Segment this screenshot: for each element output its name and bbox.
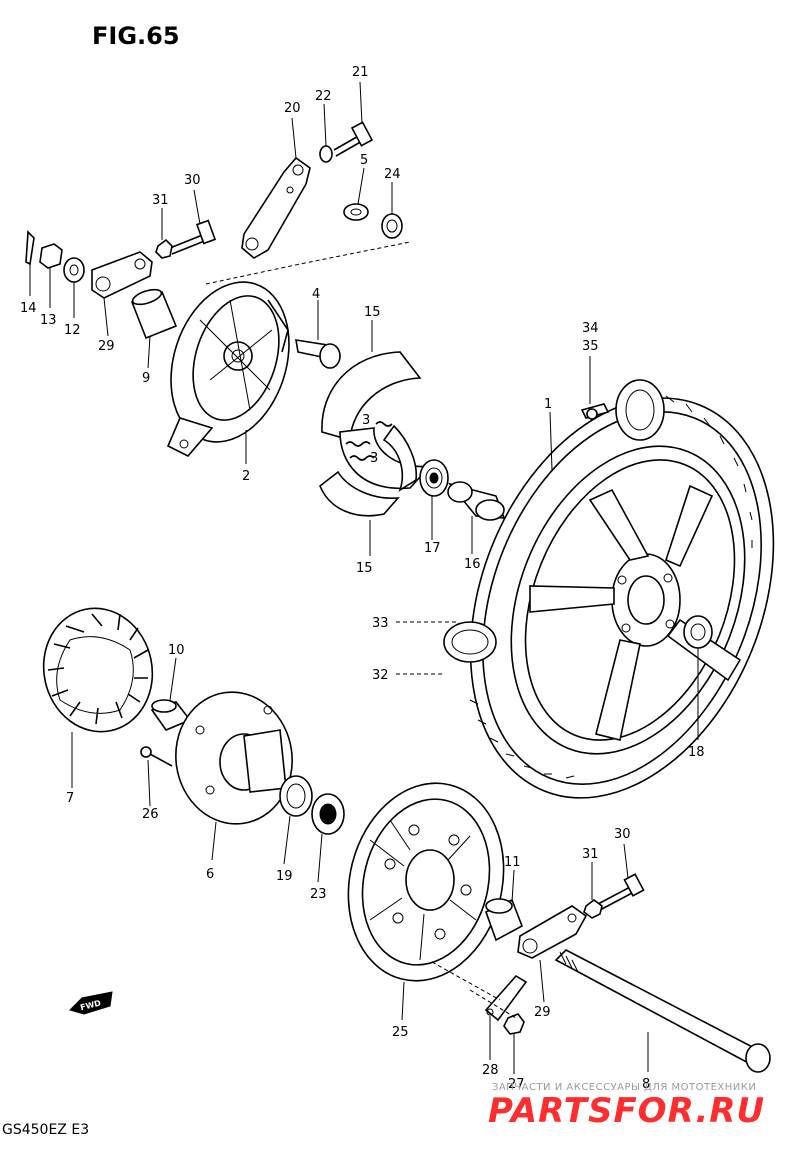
axle-spacer <box>447 481 506 521</box>
adjuster-bolt <box>583 873 645 919</box>
lock-washer <box>319 145 333 163</box>
callout-19: 19 <box>276 869 293 884</box>
callout-16: 16 <box>464 557 481 572</box>
callout-2: 2 <box>242 469 250 484</box>
callout-33: 33 <box>372 616 389 631</box>
o-ring <box>381 213 403 239</box>
brake-cam-lever <box>241 156 311 259</box>
callout-30-top: 30 <box>184 173 201 188</box>
chain-adjuster <box>517 905 588 959</box>
brake-shoes <box>319 351 433 517</box>
axle-spacer <box>485 898 523 942</box>
forward-direction-arrow: FWD <box>69 991 113 1015</box>
nut <box>39 243 63 269</box>
tire-valve <box>580 403 610 420</box>
callout-13: 13 <box>40 313 57 328</box>
callout-7: 7 <box>66 791 74 806</box>
callout-31-top: 31 <box>152 193 169 208</box>
callout-17: 17 <box>424 541 441 556</box>
callout-25: 25 <box>392 1025 409 1040</box>
callout-20: 20 <box>284 101 301 116</box>
torque-bracket <box>91 251 153 299</box>
callout-10: 10 <box>168 643 185 658</box>
damper-bushing <box>150 699 192 731</box>
callout-21: 21 <box>352 65 369 80</box>
callout-26: 26 <box>142 807 159 822</box>
watermark: ЗАПЧАСТИ И АКСЕССУАРЫ ДЛЯ МОТОТЕХНИКИ PA… <box>488 1082 765 1131</box>
callout-23: 23 <box>310 887 327 902</box>
cotter-pin <box>25 230 35 266</box>
rear-sprocket <box>347 782 505 982</box>
axle-nut <box>503 1013 525 1035</box>
watermark-tagline: ЗАПЧАСТИ И АКСЕССУАРЫ ДЛЯ МОТОТЕХНИКИ <box>492 1082 756 1093</box>
nut <box>155 238 173 259</box>
callout-27: 27 <box>508 1077 525 1092</box>
callout-14: 14 <box>20 301 37 316</box>
rear-wheel <box>443 379 775 799</box>
wheel-damper <box>42 607 154 733</box>
figure-title: FIG.65 <box>92 22 180 50</box>
cotter-plate <box>484 974 528 1022</box>
callout-24: 24 <box>384 167 401 182</box>
callout-34: 34 <box>582 321 599 336</box>
callout-1: 1 <box>544 397 552 412</box>
bolt <box>140 746 173 767</box>
callout-29-top: 29 <box>98 339 115 354</box>
model-code: GS450EZ E3 <box>2 1122 89 1138</box>
oil-seal <box>311 793 345 835</box>
washer <box>343 203 369 221</box>
callout-15-top: 15 <box>364 305 381 320</box>
brake-cam <box>295 306 341 369</box>
watermark-brand: PARTSFOR.RU <box>488 1091 765 1131</box>
callout-30-bottom: 30 <box>614 827 631 842</box>
callout-11: 11 <box>504 855 521 870</box>
torque-link-group <box>25 121 411 340</box>
callout-15-bottom: 15 <box>356 561 373 576</box>
callout-32: 32 <box>372 668 389 683</box>
callout-5: 5 <box>360 153 368 168</box>
carrier-bearing <box>279 775 313 817</box>
brake-panel <box>166 281 290 457</box>
callout-9: 9 <box>142 371 150 386</box>
callout-29-bottom: 29 <box>534 1005 551 1020</box>
callout-4: 4 <box>312 287 320 302</box>
callout-8: 8 <box>642 1077 650 1092</box>
callout-3a: 3 <box>362 413 370 428</box>
callout-3b: 3 <box>370 451 378 466</box>
callout-6: 6 <box>206 867 214 882</box>
rear-axle <box>554 949 771 1073</box>
wheel-bearing <box>419 459 449 497</box>
callout-35: 35 <box>582 339 599 354</box>
callout-28: 28 <box>482 1063 499 1078</box>
washer <box>63 257 85 283</box>
sprocket-carrier <box>175 691 293 825</box>
callout-22: 22 <box>315 89 332 104</box>
callout-12: 12 <box>64 323 81 338</box>
bolt <box>169 233 206 249</box>
leader-lines <box>29 81 699 1074</box>
callout-labels: 21 22 20 5 24 30 31 14 13 12 29 9 2 4 15… <box>20 65 705 1092</box>
callout-31-bottom: 31 <box>582 847 599 862</box>
callout-18: 18 <box>688 745 705 760</box>
